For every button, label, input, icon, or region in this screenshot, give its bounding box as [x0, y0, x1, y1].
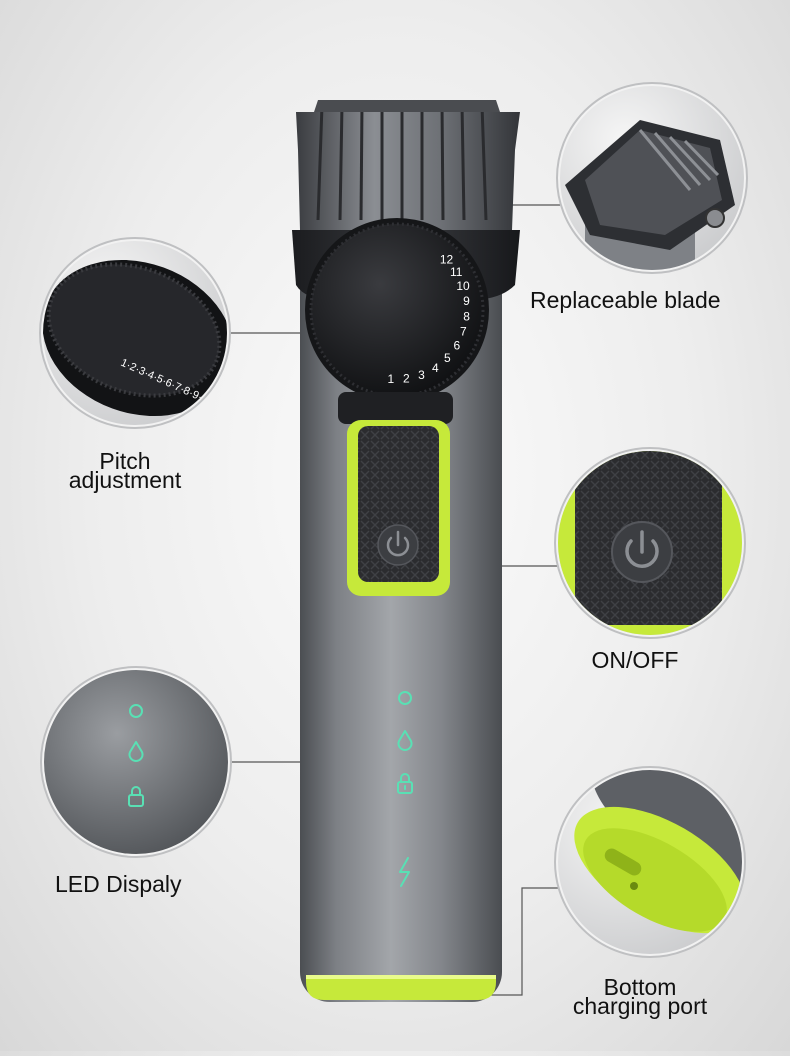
- led-closeup: [40, 666, 232, 858]
- charging-port-label: Bottom charging port: [540, 974, 740, 1019]
- dial-scale-number: 11: [450, 265, 463, 279]
- lightning-icon: [399, 857, 410, 887]
- dial-scale-number: 3: [418, 368, 425, 382]
- port-closeup: [554, 766, 746, 958]
- dial-scale-number: 4: [432, 361, 439, 375]
- led-display-label: LED Dispaly: [55, 871, 182, 897]
- dial-scale-number: 1: [388, 372, 395, 386]
- power-icon: [386, 530, 410, 557]
- blade-closeup: [556, 82, 748, 274]
- replaceable-blade-label: Replaceable blade: [530, 287, 721, 313]
- pitch-adjustment-label: Pitch adjustment: [40, 448, 210, 493]
- dial-scale-number: 10: [456, 279, 470, 293]
- pitch-label-line2: adjustment: [68, 467, 182, 493]
- dial-scale-number: 9: [463, 294, 470, 308]
- dial-scale-number: 5: [444, 351, 451, 365]
- dial-knurl-texture: [309, 222, 485, 398]
- dial: [311, 224, 483, 396]
- droplet-icon: [397, 730, 413, 751]
- circle-icon: [398, 691, 412, 705]
- bottom-lime-cap: [306, 975, 496, 1000]
- led-indicators: [397, 691, 413, 887]
- dial-scale-number: 6: [453, 339, 460, 353]
- comb-teeth: [316, 102, 488, 221]
- port-label-line2: charging port: [572, 993, 708, 1019]
- power-closeup: [554, 447, 746, 639]
- lock-icon: [397, 773, 413, 794]
- dial-scale-number: 12: [440, 253, 454, 267]
- dial-scale-number: 2: [403, 372, 410, 386]
- dial-scale-number: 7: [460, 325, 467, 339]
- comb-top-edge: [314, 100, 500, 112]
- on-off-label: ON/OFF: [591, 647, 679, 673]
- pitch-label-line1: Pitch: [99, 448, 151, 474]
- dial-closeup: 1·2·3·4·5·6·7·8·9·10·11·12: [39, 237, 231, 429]
- dial-base: [338, 392, 453, 424]
- port-label-line1: Bottom: [603, 974, 677, 1000]
- bottom-cap-highlight: [306, 975, 496, 979]
- dial-scale-number: 8: [463, 309, 470, 323]
